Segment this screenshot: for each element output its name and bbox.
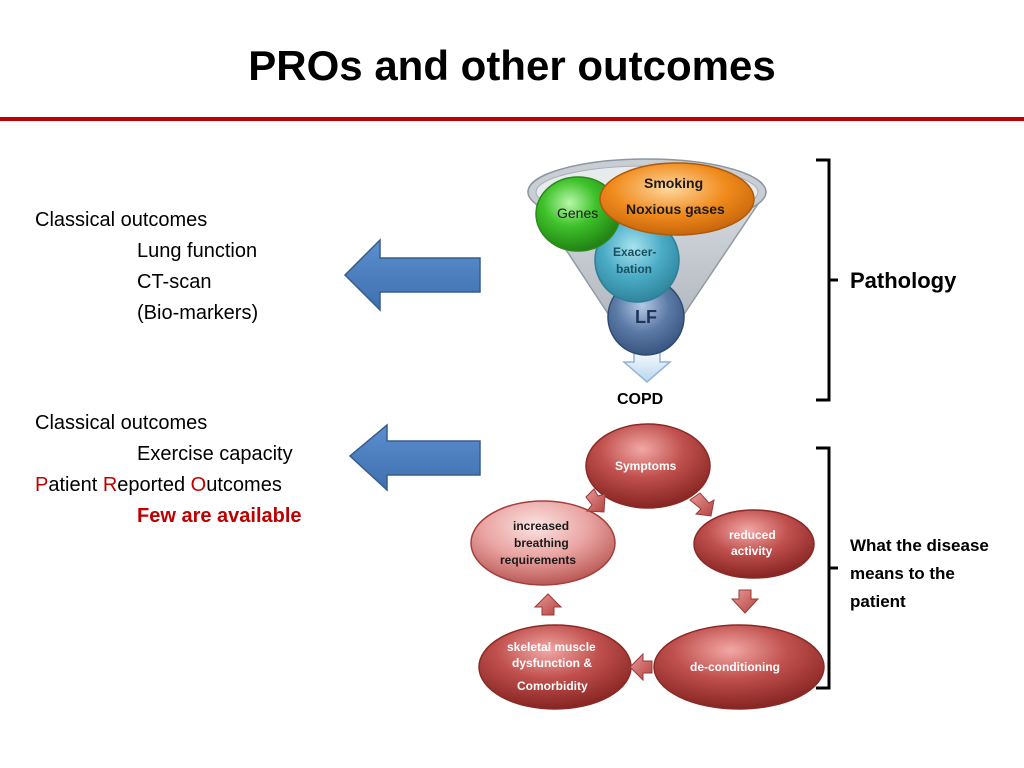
slide-title: PROs and other outcomes	[248, 42, 776, 89]
bottom-item-exercise: Exercise capacity	[137, 443, 293, 465]
pathology-bracket	[816, 158, 838, 402]
pro-rest-r: eported	[117, 474, 191, 496]
bottom-left-arrow-icon	[348, 423, 481, 492]
symptoms-label: Symptoms	[615, 459, 677, 473]
few-available-note: Few are available	[137, 505, 302, 527]
top-heading: Classical outcomes	[35, 209, 208, 231]
top-left-arrow-icon	[343, 238, 481, 312]
smoking-label: Smoking	[644, 175, 704, 191]
cycle-arrow-reduced-to-decond-icon	[730, 589, 760, 614]
cycle-arrow-symptoms-to-reduced-icon	[689, 492, 715, 517]
breathing-label-line3: requirements	[500, 553, 577, 567]
breathing-label-line2: breathing	[514, 536, 569, 550]
skeletal-label-line2: dysfunction &	[512, 656, 592, 670]
meaning-label-line2: means to the	[850, 564, 955, 583]
pathology-label: Pathology	[850, 268, 957, 293]
deconditioning-label: de-conditioning	[690, 660, 780, 674]
copd-label: COPD	[617, 391, 664, 408]
breathing-label-line1: increased	[513, 519, 570, 533]
top-item-lung-function: Lung function	[137, 240, 258, 262]
exacerbation-label-line1: Exacer-	[613, 245, 657, 259]
top-item-biomarkers: (Bio-markers)	[137, 302, 259, 324]
reduced-label-line1: reduced	[729, 528, 776, 542]
pro-letter-r: R	[102, 474, 118, 496]
genes-label: Genes	[557, 205, 599, 221]
reduced-activity-node	[693, 509, 815, 579]
title-divider	[0, 117, 1024, 121]
meaning-label-line3: patient	[850, 592, 906, 611]
exacerbation-label-line2: bation	[616, 262, 652, 276]
cycle-arrow-breathing-to-symptoms-icon	[585, 488, 606, 513]
lf-label: LF	[635, 307, 657, 327]
meaning-label-line1: What the disease	[850, 536, 989, 555]
pro-line: Patient Reported Outcomes	[35, 470, 282, 501]
symptoms-node	[585, 423, 711, 509]
smoking-oval	[599, 162, 755, 236]
pro-rest-p: atient	[48, 474, 103, 496]
bottom-heading: Classical outcomes	[35, 412, 208, 434]
skeletal-label-line1: skeletal muscle	[507, 640, 596, 654]
pro-letter-p: P	[35, 474, 49, 496]
deconditioning-node	[653, 624, 825, 710]
skeletal-label-line3: Comorbidity	[517, 679, 588, 693]
top-item-ct-scan: CT-scan	[137, 271, 212, 293]
meaning-bracket	[816, 446, 838, 690]
pro-letter-o: O	[190, 474, 207, 496]
cycle-arrow-decond-to-skeletal-icon	[629, 652, 653, 682]
cycle-arrow-skeletal-to-breathing-icon	[533, 593, 563, 616]
noxious-gases-label: Noxious gases	[626, 201, 725, 217]
reduced-label-line2: activity	[731, 544, 773, 558]
breathing-node	[470, 500, 616, 586]
pro-rest-o: utcomes	[206, 474, 282, 496]
